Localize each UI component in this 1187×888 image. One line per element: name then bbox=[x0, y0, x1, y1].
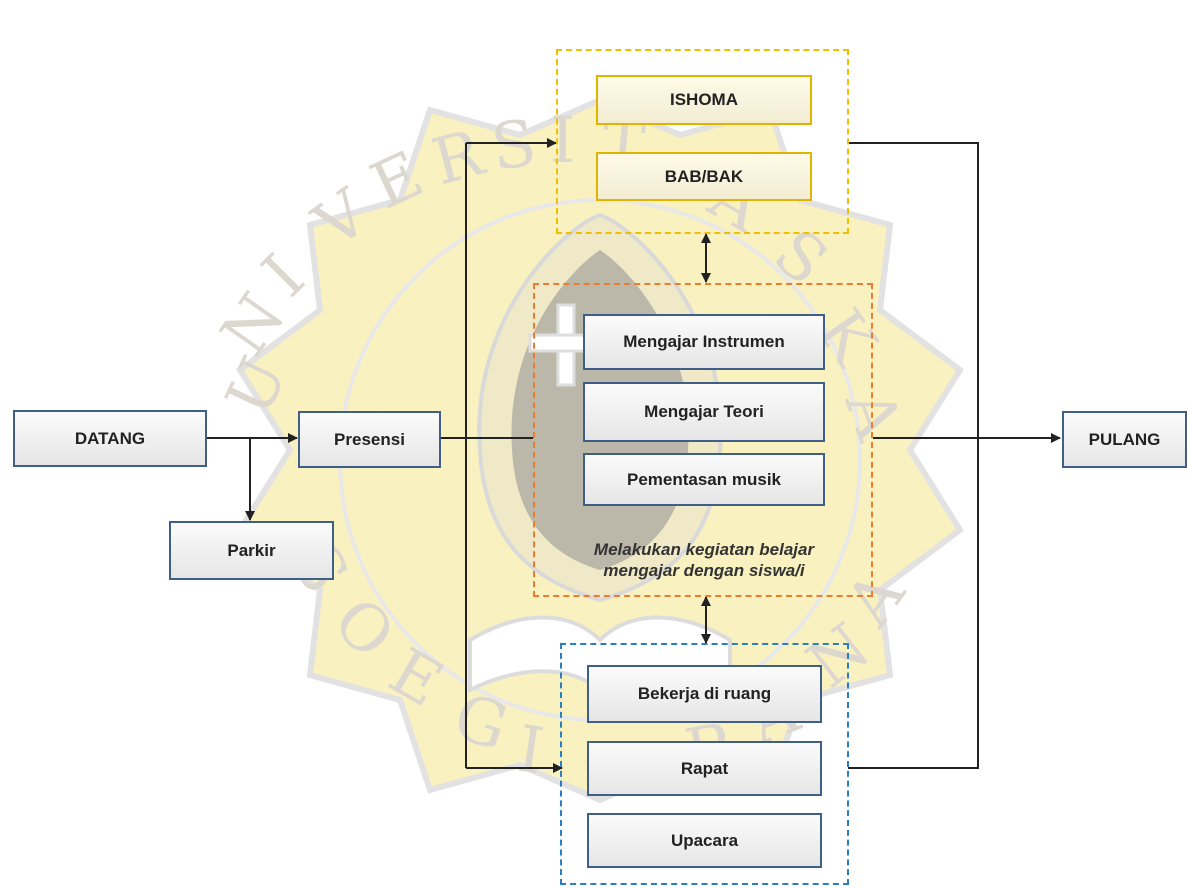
node-mengajar-instrumen: Mengajar Instrumen bbox=[583, 314, 825, 370]
node-pementasan-musik-label: Pementasan musik bbox=[626, 469, 781, 489]
node-mengajar-instrumen-label: Mengajar Instrumen bbox=[623, 332, 785, 351]
node-rapat: Rapat bbox=[587, 741, 822, 796]
node-bekerja-di-ruang-label: Bekerja di ruang bbox=[637, 684, 772, 703]
group-office bbox=[560, 643, 849, 885]
teaching-note-line1: Melakukan kegiatan belajar bbox=[593, 540, 815, 559]
node-bab-bak-label: BAB/BAK bbox=[664, 166, 744, 186]
node-presensi: Presensi bbox=[298, 411, 441, 468]
node-parkir-label: Parkir bbox=[227, 540, 276, 560]
line-yellow-return bbox=[848, 142, 979, 769]
group-rest bbox=[556, 49, 849, 234]
node-rapat-label: Rapat bbox=[680, 758, 729, 778]
node-bekerja-di-ruang: Bekerja di ruang bbox=[587, 665, 822, 723]
node-bab-bak: BAB/BAK bbox=[596, 152, 812, 201]
group-teaching bbox=[533, 283, 873, 597]
node-presensi-label: Presensi bbox=[334, 429, 405, 449]
node-ishoma: ISHOMA bbox=[596, 75, 812, 125]
node-upacara: Upacara bbox=[587, 813, 822, 868]
node-pementasan-musik: Pementasan musik bbox=[583, 453, 825, 506]
node-datang-label: DATANG bbox=[74, 428, 146, 448]
node-ishoma-label: ISHOMA bbox=[670, 90, 738, 109]
teaching-note-line2: mengajar dengan siswa/i bbox=[603, 561, 805, 580]
node-pulang-label: PULANG bbox=[1088, 429, 1161, 449]
node-pulang: PULANG bbox=[1062, 411, 1187, 468]
node-parkir: Parkir bbox=[169, 521, 334, 580]
node-upacara-label: Upacara bbox=[670, 830, 739, 850]
node-mengajar-teori: Mengajar Teori bbox=[583, 382, 825, 442]
node-mengajar-teori-label: Mengajar Teori bbox=[644, 402, 764, 421]
node-datang: DATANG bbox=[13, 410, 207, 467]
watermark-letter: S bbox=[487, 106, 541, 185]
teaching-note: Melakukan kegiatan belajar mengajar deng… bbox=[548, 539, 860, 581]
